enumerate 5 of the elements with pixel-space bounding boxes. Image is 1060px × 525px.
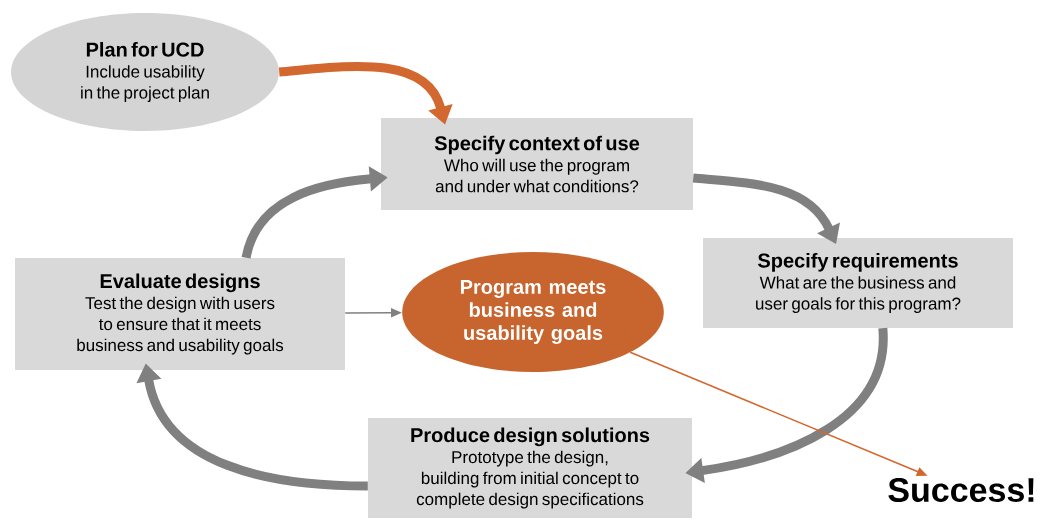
process-box: Specify requirements What are the business and user goals for this program? [703,238,1013,328]
process-box: Specify context of use Who will use the program and under what conditions? [381,118,693,210]
process-box: Produce design solutions Prototype the design, building from initial concept to complete design specifications [368,418,692,518]
success-text: Success! [888,477,1034,503]
process-box: Evaluate designs Test the design with users to ensure that it meets business and usability goals [15,258,345,370]
